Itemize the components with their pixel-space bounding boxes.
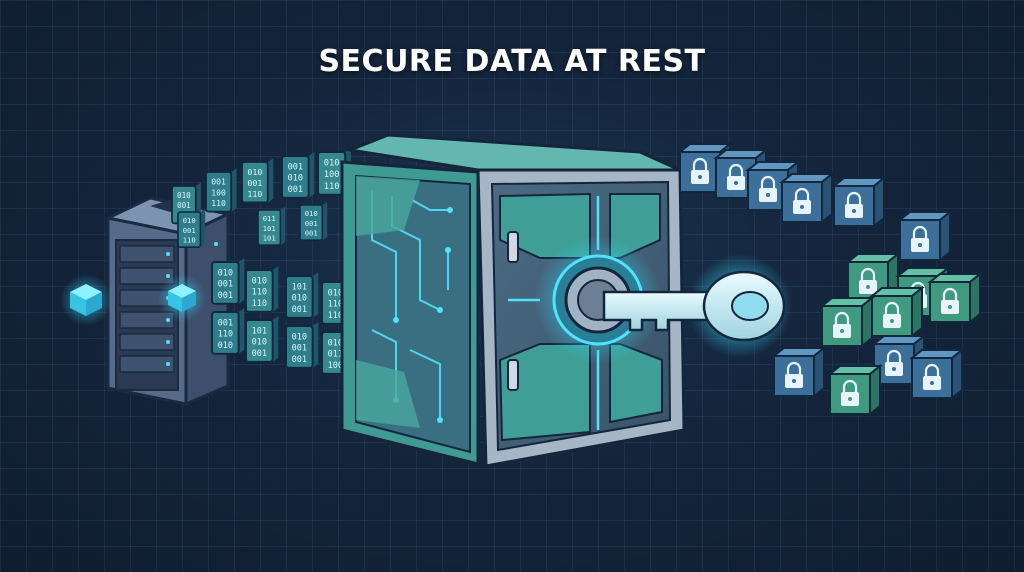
binary-digits: 100 <box>324 170 340 180</box>
padlock-icon <box>759 175 777 202</box>
binary-digits: 010 <box>324 159 340 169</box>
binary-digits: 110 <box>247 189 262 199</box>
padlock-icon <box>923 363 941 390</box>
binary-digits: 011 <box>328 350 343 360</box>
binary-digits: 001 <box>218 291 233 301</box>
binary-digits: 100 <box>328 361 343 371</box>
binary-digits: 101 <box>263 233 276 242</box>
locked-data-cube <box>827 363 883 417</box>
binary-digits: 010 <box>218 268 233 278</box>
binary-digits: 010 <box>292 294 307 304</box>
binary-digits: 001 <box>288 162 303 172</box>
binary-digits: 010 <box>288 174 303 184</box>
binary-digits: 001 <box>183 226 196 235</box>
padlock-icon <box>941 287 959 314</box>
vault-safe-icon <box>340 133 686 468</box>
binary-digits: 110 <box>211 198 226 208</box>
page-title: SECURE DATA AT REST <box>318 44 706 79</box>
binary-digits: 101 <box>292 282 307 292</box>
padlock-icon <box>885 349 903 376</box>
locked-data-cube <box>927 271 983 325</box>
binary-digits: 010 <box>292 332 307 342</box>
padlock-icon <box>727 163 745 190</box>
key-icon <box>602 254 792 358</box>
padlock-icon <box>883 301 901 328</box>
binary-digits: 110 <box>183 235 196 244</box>
locked-data-cube <box>831 175 887 229</box>
binary-digits: 110 <box>328 311 343 321</box>
binary-digits: 101 <box>252 326 267 336</box>
binary-digits: 110 <box>324 182 340 192</box>
locked-data-cube <box>869 285 925 339</box>
binary-digits: 001 <box>305 228 318 237</box>
locked-data-cube <box>779 171 835 225</box>
glowing-data-cube-icon <box>60 274 112 326</box>
padlock-icon <box>691 157 709 184</box>
binary-digits: 001 <box>292 355 307 365</box>
binary-digits: 010 <box>305 209 318 218</box>
binary-digits: 001 <box>288 185 303 195</box>
binary-digits: 001 <box>177 201 191 210</box>
binary-digits: 110 <box>252 288 267 298</box>
binary-digits: 010 <box>247 167 262 177</box>
binary-digits: 110 <box>252 299 267 309</box>
glowing-data-cube-icon <box>158 274 206 322</box>
binary-digits: 010 <box>328 288 343 298</box>
binary-digits: 010 <box>218 341 233 351</box>
binary-digits: 010 <box>177 191 191 200</box>
binary-digits: 100 <box>211 187 226 197</box>
binary-digits: 010 <box>252 338 267 348</box>
binary-digits: 011 <box>263 214 276 223</box>
padlock-icon <box>911 225 929 252</box>
binary-digits: 110 <box>328 300 343 310</box>
locked-data-cube <box>819 295 875 349</box>
binary-digits: 001 <box>247 178 262 188</box>
locked-data-cube <box>897 209 953 263</box>
binary-digits: 010 <box>252 276 267 286</box>
binary-digits: 101 <box>263 224 276 233</box>
padlock-icon <box>841 379 859 406</box>
padlock-icon <box>859 267 877 294</box>
binary-digits: 001 <box>292 305 307 315</box>
locked-data-cube <box>909 347 965 401</box>
binary-digits: 001 <box>211 177 226 187</box>
binary-digits: 001 <box>218 318 233 328</box>
locked-data-cube <box>771 345 827 399</box>
binary-digits: 110 <box>218 330 233 340</box>
binary-digits: 001 <box>252 349 267 359</box>
padlock-icon <box>845 191 863 218</box>
binary-digits: 010 <box>328 338 343 348</box>
padlock-icon <box>785 361 803 388</box>
padlock-icon <box>833 311 851 338</box>
padlock-icon <box>793 187 811 214</box>
binary-digits: 001 <box>305 219 318 228</box>
binary-digits: 001 <box>218 280 233 290</box>
binary-digits: 010 <box>183 216 196 225</box>
binary-digits: 001 <box>292 344 307 354</box>
